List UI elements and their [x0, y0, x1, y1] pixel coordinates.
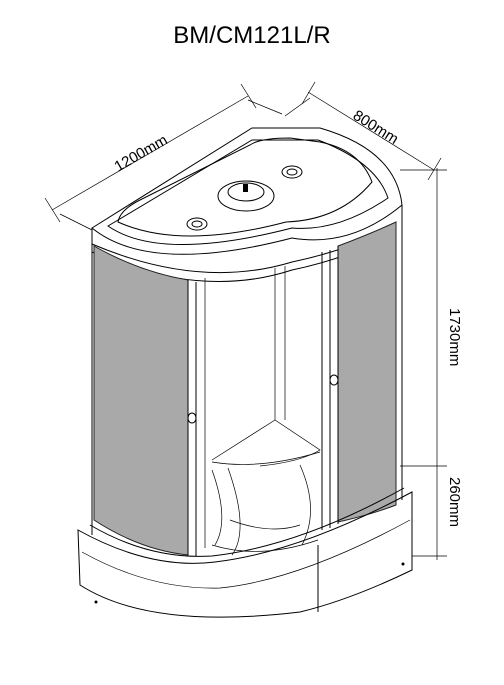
dimension-height: 1730mm 260mm [400, 168, 463, 560]
vent-left-icon [186, 217, 208, 231]
dimension-width: 1200mm [44, 83, 283, 231]
height-label: 1730mm [446, 308, 463, 366]
tray-height-label: 260mm [446, 477, 463, 527]
right-door-handle [329, 374, 339, 386]
roof [91, 127, 403, 255]
shower-tray [77, 487, 413, 618]
model-title: BM/CM121L/R [173, 22, 331, 49]
vent-right-icon [281, 165, 303, 179]
width-label: 1200mm [112, 132, 171, 176]
left-door-handle [187, 412, 197, 424]
right-glass-panel [337, 221, 397, 523]
left-glass-panel [93, 245, 189, 556]
depth-label: 800mm [350, 107, 401, 148]
overhead-shower-icon [217, 180, 275, 212]
